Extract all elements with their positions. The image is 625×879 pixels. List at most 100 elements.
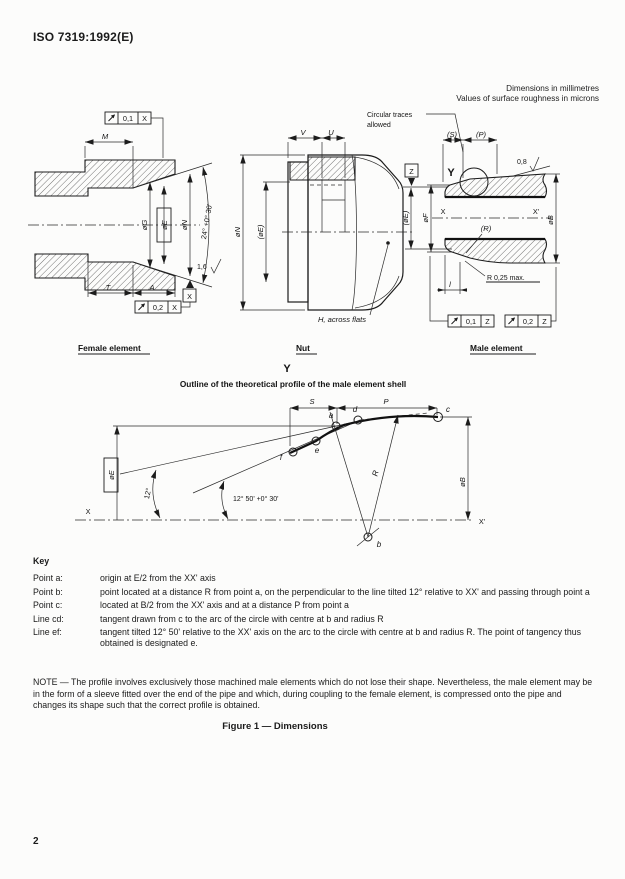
point-d-marker [353, 415, 363, 425]
datum-X-label: X [187, 292, 192, 301]
point-a-marker [331, 421, 341, 431]
dim-label-V: V [300, 128, 306, 137]
runout-icon [508, 317, 515, 325]
nut-label: Nut [296, 343, 310, 353]
dim-label-dia-N: øN [233, 226, 242, 237]
point-c-marker [433, 412, 443, 422]
circular-traces-note-line1: Circular traces [367, 112, 413, 119]
key-entry-point-a: Point a: origin at E/2 from the XX' axis [33, 573, 599, 584]
axis-X-label: X [86, 507, 91, 516]
page-title: ISO 7319:1992(E) [33, 30, 134, 44]
key-term: Point a: [33, 573, 63, 583]
detail-Y-circle [459, 167, 489, 197]
runout-tolerance-frame-bottom: 0,2 X [134, 300, 191, 314]
dim-label-P: P [383, 397, 389, 406]
roughness-value: 0,8 [517, 159, 527, 166]
detail-Y-label: Y [447, 167, 455, 179]
key-desc: located at B/2 from the XX' axis and at … [100, 600, 349, 611]
key-term: Line ef: [33, 627, 62, 638]
dim-label-dia-E: øE [107, 469, 116, 480]
runout-icon [138, 303, 145, 311]
dim-label-dia-F: øF [421, 213, 430, 223]
point-b-marker [363, 532, 373, 542]
dim-label-S-ref: (S) [447, 130, 458, 139]
dim-label-A: A [148, 283, 154, 292]
runout-icon [451, 317, 458, 325]
point-f-marker [288, 447, 298, 457]
key-section: Key Point a: origin at E/2 from the XX' … [33, 556, 599, 652]
dim-label-U: U [328, 128, 334, 137]
key-desc: tangent tilted 12° 50' relative to the X… [100, 627, 582, 649]
point-e-label: e [315, 446, 320, 455]
female-element-drawing: 0,1 X M 24° +0° 30' øG øE øN [28, 111, 222, 355]
dim-label-dia-B: øB [546, 215, 555, 225]
tolerance-datum: X [142, 114, 147, 123]
tolerance-value: 0,2 [153, 303, 163, 312]
key-desc: tangent drawn from c to the arc of the c… [100, 613, 384, 624]
dim-label-dia-E-ref: (øE) [401, 210, 410, 225]
male-element-label: Male element [470, 343, 523, 353]
key-entry-line-ef: Line ef: tangent tilted 12° 50' relative… [33, 627, 599, 649]
dim-label-cone-angle: 24° +0° 30' [199, 203, 214, 240]
profile-detail-drawing: Y Outline of the theoretical profile of … [75, 363, 486, 549]
key-term: Point c: [33, 600, 63, 611]
dim-label-dia-G: øG [140, 220, 149, 231]
surface-roughness-symbol: 0,8 [512, 156, 551, 177]
male-element-drawing: Circular traces allowed X X' (S) (P) Y [367, 112, 560, 355]
point-f-label: f [280, 453, 283, 462]
key-term: Line cd: [33, 613, 64, 624]
radius-note-label: R 0,25 max. [487, 275, 525, 282]
datum-X: X [182, 280, 197, 303]
tolerance-value: 0,1 [123, 114, 133, 123]
runout-tolerance-frame-top: 0,1 X [104, 111, 164, 158]
tolerance-datum: Z [485, 317, 490, 326]
profile-title: Outline of the theoretical profile of th… [180, 379, 406, 389]
circular-traces-note-line2: allowed [367, 122, 391, 129]
figure-caption: Figure 1 — Dimensions [222, 721, 328, 732]
angle-12-label: 12° [142, 487, 153, 500]
dim-label-l: l [449, 280, 451, 289]
radius-R-label: R [371, 469, 381, 477]
point-a-label: a [329, 411, 334, 420]
tolerance-datum: Z [542, 317, 547, 326]
tolerance-datum: X [172, 303, 177, 312]
nut-drawing: V U øN (øE) H, across flats Nut [233, 128, 412, 355]
datum-Z: Z [403, 163, 448, 188]
dim-label-S: S [309, 397, 314, 406]
dim-label-T: T [106, 283, 112, 292]
key-entry-point-b: Point b: point located at a distance R f… [33, 587, 599, 598]
axis-X-label: X [441, 207, 446, 216]
axis-X-prime-label: X' [479, 517, 486, 526]
datum-Z-label: Z [409, 167, 414, 176]
runout-tolerance-frame-1: 0,1 Z [447, 314, 495, 328]
tolerance-value: 0,2 [523, 317, 533, 326]
page-number: 2 [33, 836, 39, 847]
figure-1-drawing: 0,1 X M 24° +0° 30' øG øE øN [28, 111, 560, 549]
key-desc: origin at E/2 from the XX' axis [100, 573, 216, 583]
radius-R-ref-label: (R) [481, 224, 492, 233]
note-paragraph: NOTE — The profile involves exclusively … [33, 677, 593, 711]
dim-label-dia-E-ref: (øE) [256, 224, 265, 239]
units-note-line2: Values of surface roughness in microns [456, 94, 599, 103]
key-desc: point located at a distance R from point… [100, 586, 590, 597]
axis-X-prime-label: X' [533, 207, 540, 216]
units-note: Dimensions in millimetres Values of surf… [456, 84, 599, 104]
units-note-line1: Dimensions in millimetres [506, 84, 599, 93]
dim-label-dia-E: øE [160, 219, 169, 230]
dim-label-P-ref: (P) [476, 130, 487, 139]
runout-tolerance-frame-2: 0,2 Z [504, 314, 552, 328]
female-element-label: Female element [78, 343, 141, 353]
point-d-label: d [353, 405, 358, 414]
dim-label-dia-N: øN [180, 219, 189, 230]
dim-label-M: M [102, 132, 109, 141]
point-c-label: c [446, 405, 450, 414]
key-entry-point-c: Point c: located at B/2 from the XX' axi… [33, 600, 599, 611]
angle-12-50-label: 12° 50' +0° 30' [233, 495, 278, 503]
roughness-value: 1,6 [197, 264, 207, 271]
key-term: Point b: [33, 586, 63, 597]
across-flats-label: H, across flats [318, 315, 366, 324]
runout-icon [108, 114, 115, 122]
key-heading: Key [33, 556, 50, 566]
profile-detail-Y-ref: Y [283, 363, 291, 375]
